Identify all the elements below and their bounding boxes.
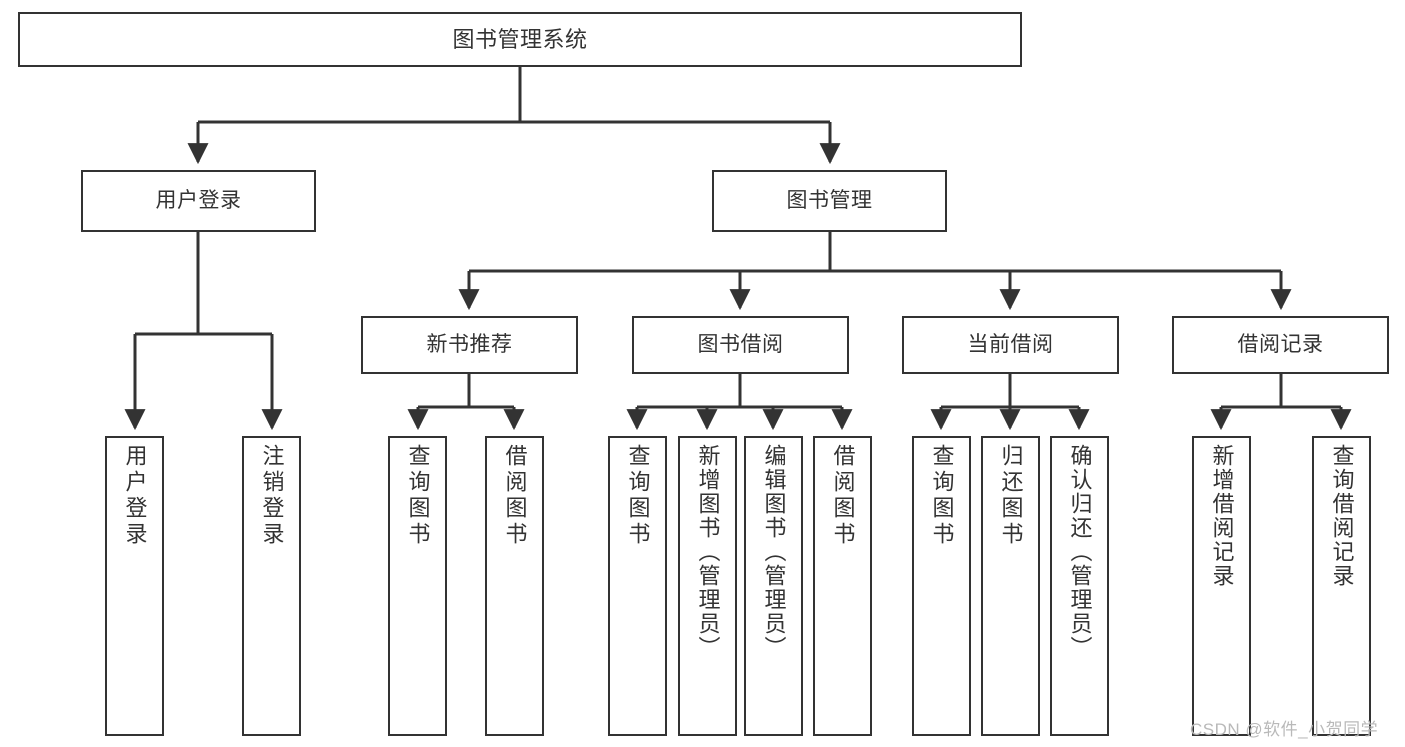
- node-label: 借阅记录: [1237, 332, 1324, 356]
- leaf-edit-book[interactable]: 编辑图书（管理员）: [744, 436, 803, 736]
- node-label: 查询图书: [405, 444, 431, 548]
- node-label: 用户登录: [155, 188, 242, 212]
- node-new-book-recommend[interactable]: 新书推荐: [361, 316, 578, 374]
- leaf-query-book-2[interactable]: 查询图书: [608, 436, 667, 736]
- leaf-add-book[interactable]: 新增图书（管理员）: [678, 436, 737, 736]
- node-label: 借阅图书: [502, 444, 528, 548]
- node-label: 借阅图书: [830, 444, 856, 548]
- node-root-book-management-system[interactable]: 图书管理系统: [18, 12, 1022, 67]
- node-label: 归还图书: [998, 444, 1024, 548]
- leaf-logout-login[interactable]: 注销登录: [242, 436, 301, 736]
- node-label: 图书管理: [786, 188, 873, 212]
- node-label: 图书借阅: [697, 332, 784, 356]
- node-label: 用户登录: [122, 444, 148, 548]
- node-label: 图书管理系统: [452, 26, 588, 52]
- node-label: 新书推荐: [426, 332, 513, 356]
- leaf-add-record[interactable]: 新增借阅记录: [1192, 436, 1251, 736]
- node-label: 查询借阅记录: [1329, 444, 1355, 588]
- leaf-query-book-3[interactable]: 查询图书: [912, 436, 971, 736]
- node-borrow-record[interactable]: 借阅记录: [1172, 316, 1389, 374]
- leaf-query-record[interactable]: 查询借阅记录: [1312, 436, 1371, 736]
- node-book-borrow[interactable]: 图书借阅: [632, 316, 849, 374]
- leaf-user-login[interactable]: 用户登录: [105, 436, 164, 736]
- leaf-borrow-book-1[interactable]: 借阅图书: [485, 436, 544, 736]
- node-current-borrow[interactable]: 当前借阅: [902, 316, 1119, 374]
- node-label: 注销登录: [259, 444, 285, 548]
- csdn-watermark: CSDN @软件_小贺同学: [1190, 720, 1379, 739]
- node-book-management[interactable]: 图书管理: [712, 170, 947, 232]
- leaf-return-book[interactable]: 归还图书: [981, 436, 1040, 736]
- leaf-borrow-book-2[interactable]: 借阅图书: [813, 436, 872, 736]
- node-label: 确认归还（管理员）: [1067, 444, 1093, 660]
- node-label: 编辑图书（管理员）: [761, 444, 787, 660]
- leaf-confirm-return[interactable]: 确认归还（管理员）: [1050, 436, 1109, 736]
- leaf-query-book-1[interactable]: 查询图书: [388, 436, 447, 736]
- node-label: 新增借阅记录: [1209, 444, 1235, 588]
- node-label: 当前借阅: [967, 332, 1054, 356]
- node-label: 查询图书: [929, 444, 955, 548]
- node-label: 查询图书: [625, 444, 651, 548]
- node-label: 新增图书（管理员）: [695, 444, 721, 660]
- node-user-login[interactable]: 用户登录: [81, 170, 316, 232]
